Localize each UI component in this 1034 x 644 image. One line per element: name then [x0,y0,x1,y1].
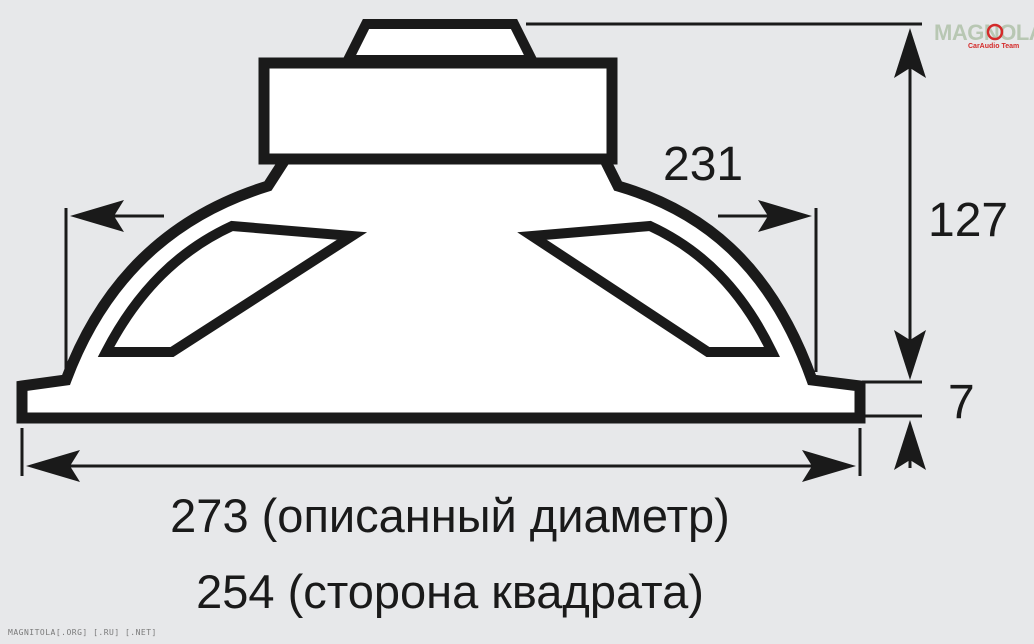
magnitola-logo: MAGNOLA CarAudio Team [934,20,1034,50]
inner-width-label: 231 [663,138,743,191]
speaker-outline [16,19,866,424]
speaker-pole-cap [339,19,541,65]
logo-text: MAGNOLA [934,20,1034,45]
logo-ring-icon [986,23,1004,41]
inner-width-arrow-right [758,200,812,232]
square-caption: 254 (сторона квадрата) [196,565,704,618]
diameter-caption: 273 (описанный диаметр) [170,489,730,542]
basket-window-left [97,220,368,357]
height-arrow-bottom [894,330,926,380]
flange-arrow-up [894,420,926,470]
diameter-arrow-left [26,450,80,482]
diameter-arrow-right [802,450,856,482]
logo-subtitle: CarAudio Team [968,43,1019,50]
height-label: 127 [928,194,1008,247]
height-arrow-top [894,28,926,78]
footer-watermark: MAGNITOLA[.ORG] [.RU] [.NET] [8,628,157,637]
basket-window-right [517,220,780,357]
dimension-arrows [26,28,926,482]
inner-width-arrow-left [70,200,124,232]
speaker-magnet [258,57,618,165]
flange-label: 7 [948,376,975,429]
